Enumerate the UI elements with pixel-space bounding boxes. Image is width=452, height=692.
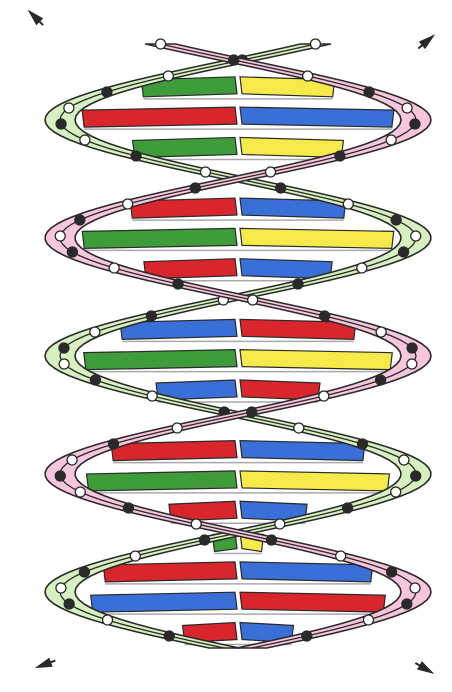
sugar-node-strand-green-124 [200,535,210,545]
strand-green [45,44,431,648]
sugar-node-strand-green-116 [343,503,353,513]
sugar-node-strand-green-28 [131,151,141,161]
base-right-14 [240,471,389,491]
phosphate-node-strand-green-80 [59,359,69,369]
sugar-node-strand-green-84 [90,375,100,385]
phosphate-node-strand-pink-0 [156,39,166,49]
sugar-node-strand-pink-76 [407,343,417,353]
base-right-2 [240,107,394,127]
phosphate-node-strand-green-32 [200,167,210,177]
base-left-18 [91,592,237,612]
sugar-node-strand-green-20 [56,119,66,129]
sugar-node-strand-pink-36 [190,183,200,193]
phosphate-node-strand-pink-72 [376,327,386,337]
phosphate-node-strand-pink-112 [75,487,85,497]
sugar-node-strand-green-148 [164,631,174,641]
sugar-node-strand-green-132 [79,567,89,577]
sugar-node-strand-green-140 [64,599,74,609]
sugar-node-strand-pink-116 [123,503,133,513]
sugar-node-strand-pink-12 [364,87,374,97]
phosphate-node-strand-pink-104 [67,455,77,465]
sugar-node-strand-green-60 [293,279,303,289]
sugar-node-strand-green-12 [102,87,112,97]
phosphate-node-strand-pink-128 [336,551,346,561]
sugar-node-strand-pink-68 [320,311,330,321]
phosphate-node-strand-green-96 [294,423,304,433]
base-right-17 [240,562,373,582]
sugar-node-strand-pink-4 [229,55,239,65]
arrow-bottom-right-icon [417,661,434,674]
sugar-node-strand-pink-84 [376,375,386,385]
base-right-10 [240,350,392,370]
sugar-node-strand-green-36 [276,183,286,193]
phosphate-node-strand-green-16 [64,103,74,113]
sugar-node-strand-pink-124 [266,535,276,545]
phosphate-node-strand-green-104 [399,455,409,465]
phosphate-node-strand-green-112 [391,487,401,497]
phosphate-node-strand-green-40 [343,199,353,209]
phosphate-node-strand-pink-56 [109,263,119,273]
sugar-node-strand-pink-28 [335,151,345,161]
phosphate-node-strand-pink-24 [386,135,396,145]
sugar-node-strand-pink-20 [410,119,420,129]
phosphate-node-strand-pink-96 [172,423,182,433]
phosphate-node-strand-pink-120 [191,519,201,529]
sugar-node-strand-pink-140 [402,599,412,609]
base-left-14 [87,471,237,491]
sugar-node-strand-pink-60 [173,279,183,289]
sugar-node-strand-green-44 [391,215,401,225]
sugar-node-strand-green-100 [358,439,368,449]
sugar-node-strand-green-68 [146,311,156,321]
phosphate-node-strand-green-144 [103,615,113,625]
sugar-node-strand-pink-132 [387,567,397,577]
phosphate-node-strand-green-72 [90,327,100,337]
phosphate-node-strand-green-128 [130,551,140,561]
sugar-node-strand-pink-52 [67,247,77,257]
phosphate-node-strand-green-48 [411,231,421,241]
sugar-node-strand-pink-100 [108,439,118,449]
phosphate-node-strand-pink-48 [55,231,65,241]
sugar-node-strand-green-108 [411,471,421,481]
phosphate-node-strand-green-8 [163,71,173,81]
base-left-6 [82,228,237,248]
phosphate-node-strand-pink-40 [123,199,133,209]
phosphate-node-strand-pink-88 [319,391,329,401]
base-right-18 [240,592,385,612]
sugar-node-strand-pink-148 [302,631,312,641]
phosphate-node-strand-pink-16 [402,103,412,113]
phosphate-node-strand-green-136 [56,583,66,593]
strand-pink [45,44,431,648]
phosphate-node-strand-pink-80 [407,359,417,369]
sugar-node-strand-pink-44 [75,215,85,225]
phosphate-node-strand-green-24 [80,135,90,145]
sugar-node-strand-pink-92 [247,407,257,417]
phosphate-node-strand-pink-32 [266,167,276,177]
phosphate-node-strand-green-0 [310,39,320,49]
sugar-node-strand-pink-108 [55,471,65,481]
base-right-6 [240,228,394,248]
phosphate-node-strand-green-120 [275,519,285,529]
phosphate-node-strand-pink-144 [363,615,373,625]
base-left-17 [103,562,237,582]
sugar-phosphate-backbones [45,39,431,648]
phosphate-node-strand-green-88 [147,391,157,401]
phosphate-node-strand-green-56 [357,263,367,273]
phosphate-node-strand-pink-136 [410,583,420,593]
sugar-node-strand-green-76 [59,343,69,353]
sugar-node-strand-green-52 [399,247,409,257]
base-left-10 [84,350,237,370]
phosphate-node-strand-pink-8 [303,71,313,81]
phosphate-node-strand-pink-64 [248,295,258,305]
base-left-2 [82,107,237,127]
